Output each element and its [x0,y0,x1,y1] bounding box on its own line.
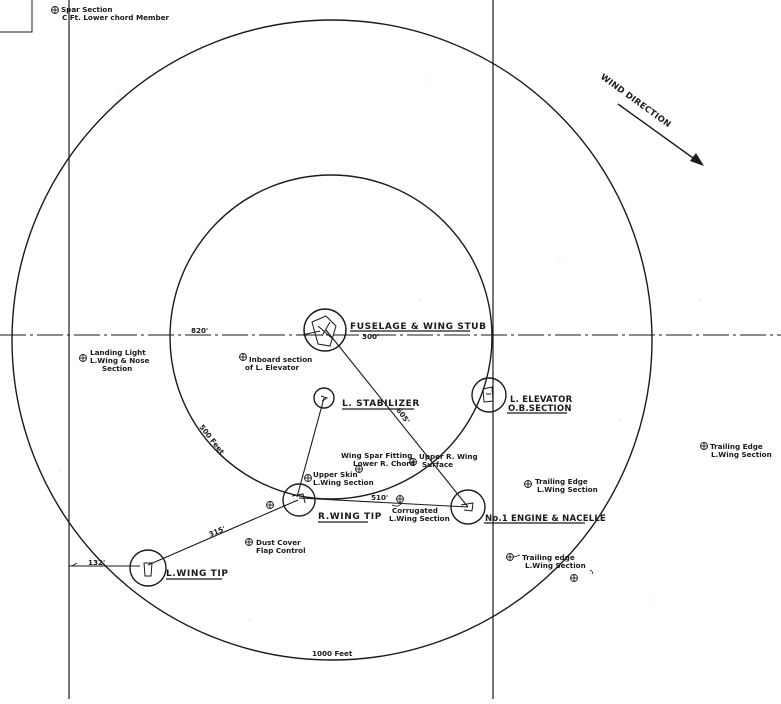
dist-132: 132' [88,558,105,567]
dist-300: 300' [362,332,379,341]
note-upper-rwing-2: Surface [422,460,453,469]
note-corrugated-1: Corrugated [392,506,438,515]
note-te-right-1: Trailing Edge [710,442,763,451]
wind-direction-arrow [617,103,704,166]
engine-marker [450,489,486,525]
note-inboard-1: Inboard section [249,355,312,364]
note-landing-light-1: Landing Light [90,348,146,357]
note-inboard-2: of L. Elevator [245,363,300,372]
top-note-line2: C Ft. Lower chord Member [62,13,169,22]
dist-1000-feet: 1000 Feet [312,649,353,658]
wind-direction-label: WIND DIRECTION [598,72,672,130]
label-rwing-tip: R.WING TIP [318,512,382,522]
corner-bracket [0,0,33,33]
label-fuselage: FUSELAGE & WING STUB [350,322,487,332]
dist-510: 510' [371,493,388,502]
label-engine: No.1 ENGINE & NACELLE [485,514,606,524]
note-dust-cover-1: Dust Cover [256,538,301,547]
label-elevator-1: L. ELEVATOR [510,395,573,405]
label-stabilizer: L. STABILIZER [342,399,420,409]
top-note-line1: Spar Section [61,5,113,14]
elevator-marker [471,377,507,413]
note-spar-fitting-2: Lower R. Chord [353,459,415,468]
circle-500-feet [169,174,493,500]
note-landing-light-2: L.Wing & Nose [90,356,149,365]
scan-noise [59,79,701,651]
connector-lines [69,329,469,567]
note-te-inner-2: L.Wing Section [537,485,598,494]
dist-500-feet: 500 Feet [197,423,226,457]
dist-315: 315' [207,524,226,539]
label-lwing-tip: L.WING TIP [166,569,229,579]
note-te-lower-2: L.Wing Section [525,561,586,570]
circle-1000-feet [11,19,653,661]
fuselage-marker [303,308,347,352]
rwing-tip-marker [282,483,316,517]
note-upper-skin-2: L.Wing Section [313,478,374,487]
lwing-tip-marker [129,549,167,587]
note-dust-cover-2: Flap Control [256,546,306,555]
leader-lines [391,502,594,575]
dist-820: 820' [191,326,208,335]
note-upper-skin-1: Upper Skin [313,470,358,479]
label-elevator-2: O.B.SECTION [508,404,572,414]
note-upper-rwing-1: Upper R. Wing [419,452,478,461]
note-spar-fitting-1: Wing Spar Fitting [341,451,412,460]
stabilizer-marker [313,387,335,409]
note-te-inner-1: Trailing Edge [535,477,588,486]
note-corrugated-2: L.Wing Section [389,514,450,523]
crosshair-markers [51,6,708,582]
note-te-right-2: L.Wing Section [711,450,772,459]
note-landing-light-3: Section [102,364,132,373]
note-te-lower-1: Trailing edge [522,553,575,562]
